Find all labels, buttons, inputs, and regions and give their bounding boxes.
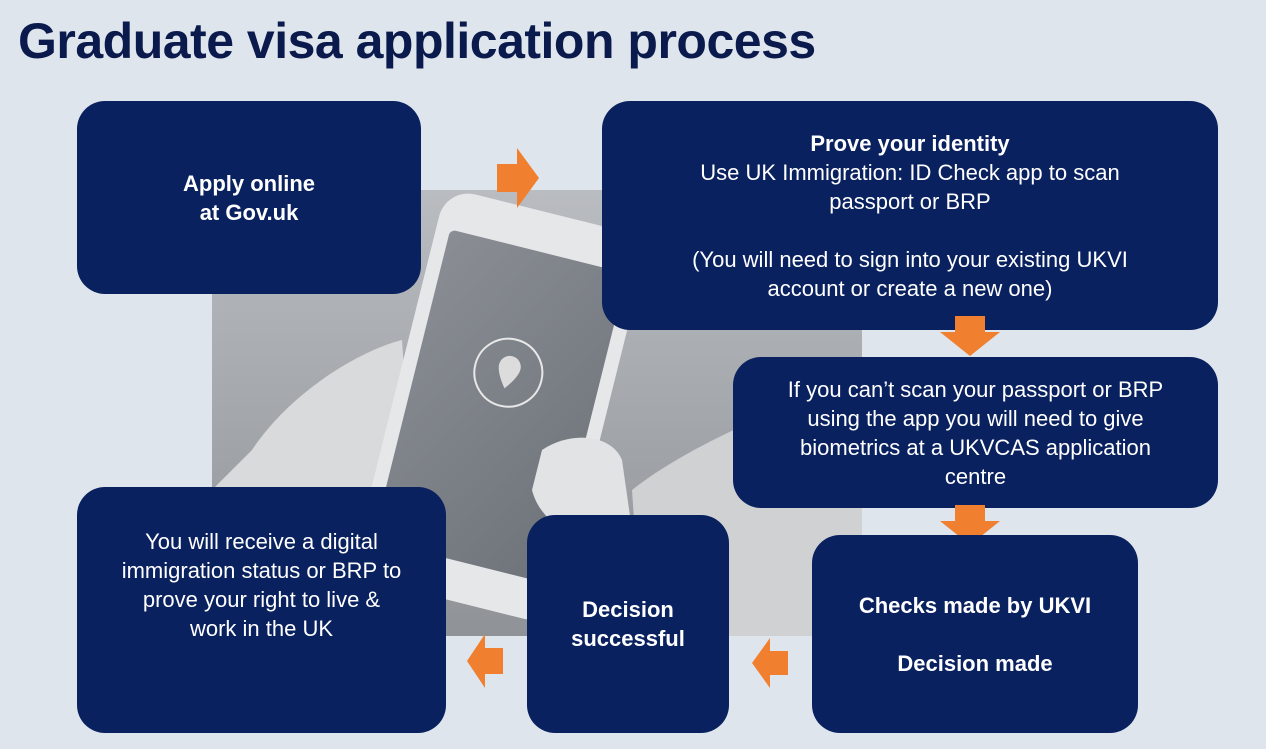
apply-line2: at Gov.uk — [199, 199, 299, 225]
biometrics-line2: using the app you will need to give — [807, 405, 1144, 431]
step-biometrics: If you can’t scan your passport or BRP u… — [733, 357, 1218, 508]
arrow-down-icon — [940, 316, 1000, 356]
arrow-left-icon — [467, 634, 503, 688]
step-apply-online: Apply online at Gov.uk — [77, 101, 421, 294]
identity-heading: Prove your identity — [810, 130, 1010, 156]
identity-line2: passport or BRP — [829, 188, 991, 214]
receive-line4: work in the UK — [189, 616, 334, 641]
step-decision-successful: Decision successful — [527, 515, 729, 733]
receive-line3: prove your right to live & — [142, 587, 381, 612]
receive-line1: You will receive a digital — [145, 529, 378, 554]
step-receive-status: You will receive a digital immigration s… — [77, 487, 446, 733]
biometrics-line4: centre — [944, 463, 1007, 489]
arrow-right-icon — [497, 148, 539, 208]
checks-line1: Checks made by UKVI — [858, 592, 1092, 618]
page-title: Graduate visa application process — [18, 13, 816, 69]
receive-line2: immigration status or BRP to — [121, 558, 402, 583]
identity-note2: account or create a new one) — [767, 275, 1053, 301]
biometrics-line1: If you can’t scan your passport or BRP — [787, 376, 1164, 402]
arrow-down-icon — [940, 505, 1000, 545]
step-prove-identity: Prove your identity Use UK Immigration: … — [602, 101, 1218, 330]
checks-line2: Decision made — [897, 650, 1053, 676]
arrow-left-icon — [752, 638, 788, 688]
biometrics-line3: biometrics at a UKVCAS application — [800, 434, 1151, 460]
identity-note1: (You will need to sign into your existin… — [692, 246, 1128, 272]
decision-line1: Decision — [582, 597, 674, 622]
apply-line1: Apply online — [183, 170, 315, 196]
identity-line1: Use UK Immigration: ID Check app to scan — [700, 159, 1120, 185]
decision-line2: successful — [571, 626, 685, 651]
step-checks-decision: Checks made by UKVI Decision made — [812, 535, 1138, 733]
